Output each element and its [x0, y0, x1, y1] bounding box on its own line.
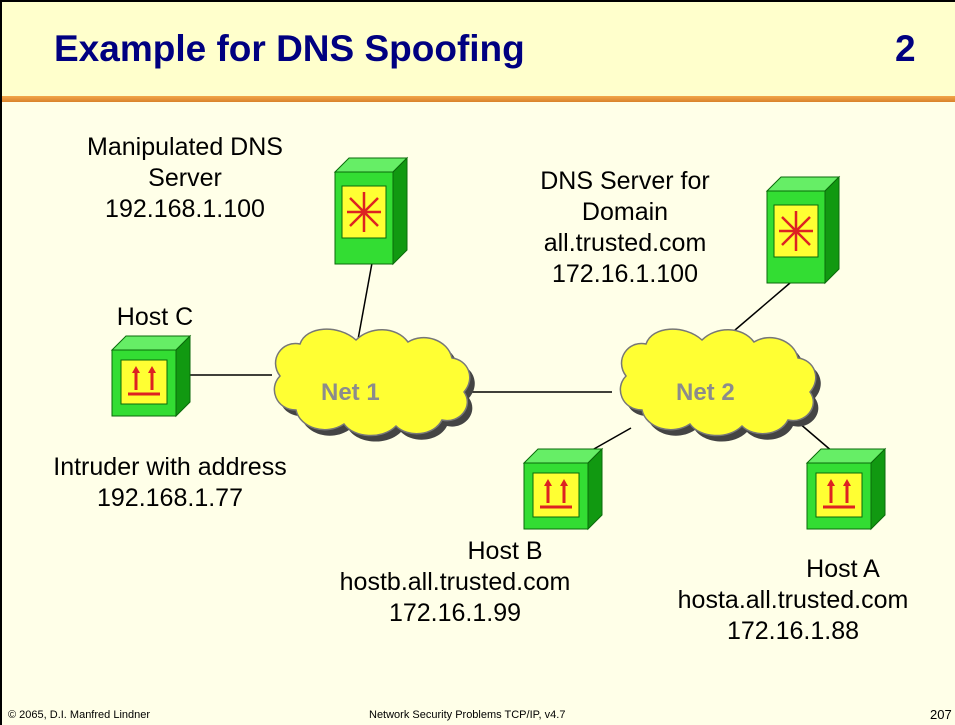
trusted-dns-server-icon: [765, 175, 841, 285]
host-b-name: Host B: [467, 537, 543, 565]
trusted-dns-domain: all.trusted.com: [543, 229, 707, 257]
manipulated-dns-address: 192.168.1.100: [105, 195, 265, 223]
page-title: Example for DNS Spoofing: [54, 28, 525, 69]
host-a-name: Host A: [806, 555, 880, 583]
manipulated-dns-server-icon: [333, 156, 409, 266]
host-b-label: Host B hostb.all.trusted.com 172.16.1.99: [300, 536, 610, 629]
net2-label: Net 2: [676, 379, 735, 406]
host-a-icon: [805, 447, 887, 531]
link-trusted-dns-net2: [727, 282, 791, 337]
net1-label: Net 1: [321, 379, 380, 406]
trusted-dns-line-2: Domain: [581, 198, 669, 226]
host-c-name: Host C: [116, 303, 194, 331]
intruder-label: Intruder with address 192.168.1.77: [0, 452, 340, 514]
footer-copyright: © 2065, D.I. Manfred Lindner: [8, 709, 151, 721]
host-b-address: 172.16.1.99: [388, 599, 522, 627]
slide-number: 2: [895, 28, 916, 69]
host-b-fqdn: hostb.all.trusted.com: [339, 568, 571, 596]
diagram-canvas: [110, 156, 887, 531]
footer-page-number: 207: [930, 707, 952, 722]
host-c-icon: [110, 334, 192, 418]
intruder-address: 192.168.1.77: [97, 484, 243, 512]
manipulated-dns-label: Manipulated DNS Server 192.168.1.100: [40, 132, 330, 225]
host-a-address: 172.16.1.88: [726, 617, 860, 645]
slide-border-left: [0, 0, 2, 725]
manipulated-dns-line-2: Server: [148, 164, 222, 192]
link-manipulated-dns-net1: [356, 262, 373, 346]
slide-border-top: [0, 0, 955, 2]
title-rule: [0, 96, 955, 102]
host-a-fqdn: hosta.all.trusted.com: [677, 586, 909, 614]
network-diagram: Net 1 Net 2 Manipulated DNS Server 192.1…: [0, 102, 955, 702]
intruder-line-1: Intruder with address: [53, 453, 287, 481]
trusted-dns-label: DNS Server for Domain all.trusted.com 17…: [505, 166, 745, 290]
footer-course-title: Network Security Problems TCP/IP, v4.7: [369, 709, 566, 721]
trusted-dns-address: 172.16.1.100: [552, 260, 698, 288]
manipulated-dns-line-1: Manipulated DNS: [87, 133, 283, 161]
host-a-label: Host A hosta.all.trusted.com 172.16.1.88: [638, 554, 948, 647]
title-bar: Example for DNS Spoofing 2: [2, 2, 955, 97]
trusted-dns-line-1: DNS Server for: [540, 167, 710, 195]
host-b-icon: [522, 447, 604, 531]
